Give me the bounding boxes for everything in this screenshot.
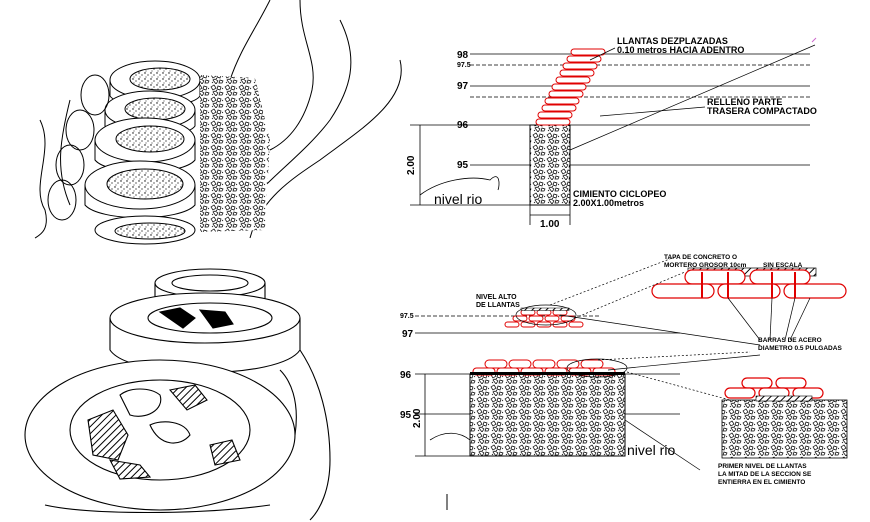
level-95-bottom: 95 [400, 410, 412, 421]
level-97-5-bottom: 97.5 [400, 313, 414, 320]
note-high-level-2: DE LLANTAS [476, 302, 520, 309]
note-first-level-1: PRIMER NIVEL DE LLANTAS [718, 463, 807, 470]
note-foundation-1: CIMIENTO CICLOPEO [573, 189, 666, 199]
detail-first-level [721, 377, 848, 459]
cyclopean-foundation-top [529, 124, 571, 206]
height-dimension-bottom: 2.00 [412, 408, 423, 428]
tire-stack-red-high [504, 309, 584, 328]
level-96-bottom: 96 [400, 370, 412, 381]
note-first-level-3: ENTIERRA EN EL CIMIENTO [718, 479, 805, 486]
level-97-bottom: 97 [402, 329, 414, 340]
note-tires-shifted-1: LLANTAS DEZPLAZADAS [617, 36, 728, 46]
detail-cap [651, 267, 847, 299]
cyclopean-foundation-bottom [469, 373, 626, 457]
note-cap-1: TAPA DE CONCRETO O [664, 254, 737, 261]
tire-wall-perspective [34, 0, 402, 245]
note-foundation-2: 2.00X1.00metros [573, 198, 644, 208]
level-95-top: 95 [457, 160, 469, 171]
note-first-level-2: LA MITAD DE LA SECCION SE [718, 471, 812, 478]
leader-lines-bottom [549, 254, 811, 471]
note-backfill-1: RELLENO PARTE [707, 97, 782, 107]
tire-4 [84, 160, 196, 219]
note-no-scale: SIN ESCALA [763, 262, 803, 269]
tire-3 [94, 117, 196, 173]
level-lines-top [410, 53, 810, 206]
level-97-top: 97 [457, 81, 469, 92]
note-tires-shifted-2: 0.10 metros HACIA ADENTRO [617, 45, 744, 55]
level-96-top: 96 [457, 120, 469, 131]
level-97-5-top: 97.5 [457, 62, 471, 69]
note-high-level-1: NIVEL ALTO [476, 294, 517, 301]
tire-stack-red-top [535, 48, 606, 126]
note-backfill-2: TRASERA COMPACTADO [707, 106, 817, 116]
width-dimension-top: 1.00 [540, 219, 560, 230]
tire-5 [94, 215, 196, 245]
river-level-label-bottom: nivel rio [627, 442, 675, 458]
note-steel-bars-2: DIAMETRO 0.5 PULGADAS [758, 345, 842, 352]
tire-closeup-perspective [24, 268, 331, 521]
level-98: 98 [457, 50, 469, 61]
section-bottom: 2.00 97.5 97 96 95 nivel rio [400, 254, 848, 510]
note-steel-bars-1: BARRAS DE ACERO [758, 337, 822, 344]
tire-1 [109, 60, 201, 107]
note-cap-2: MORTERO GROSOR 10cm [664, 262, 747, 269]
height-dimension-top: 2.00 [406, 155, 417, 175]
river-level-label-top: nivel rio [434, 191, 482, 207]
section-top: 2.00 1.00 nivel rio 98 97.5 97 96 95 [406, 36, 817, 230]
